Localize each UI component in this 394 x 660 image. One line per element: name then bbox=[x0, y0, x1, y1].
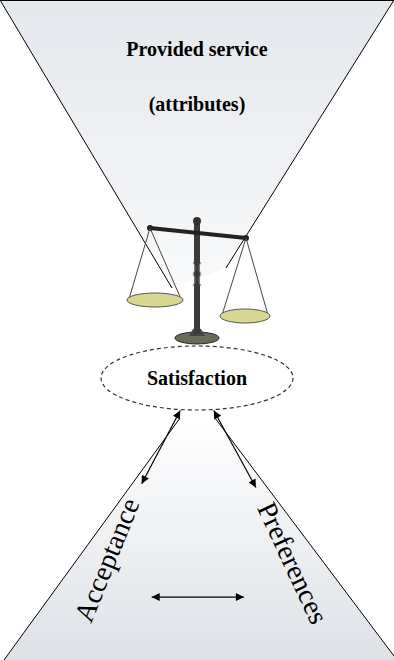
funnel-shape: Provided service (attributes) bbox=[0, 0, 394, 350]
double-arrow bbox=[152, 596, 244, 597]
node-label: Acceptance bbox=[67, 494, 146, 627]
slanted-label-node: Acceptance bbox=[66, 490, 148, 631]
funnel-fill bbox=[4, 418, 394, 660]
double-arrow bbox=[142, 411, 181, 484]
node-label: Provided service (attributes) bbox=[97, 22, 297, 132]
double-arrow bbox=[214, 411, 256, 488]
node-label: Preferences bbox=[250, 497, 334, 629]
node-label: Satisfaction bbox=[147, 367, 247, 390]
ellipse-node: Satisfaction bbox=[100, 345, 294, 411]
funnel-edge bbox=[215, 418, 394, 656]
funnel-edge bbox=[4, 418, 180, 660]
slanted-label-node: Preferences bbox=[248, 493, 336, 632]
